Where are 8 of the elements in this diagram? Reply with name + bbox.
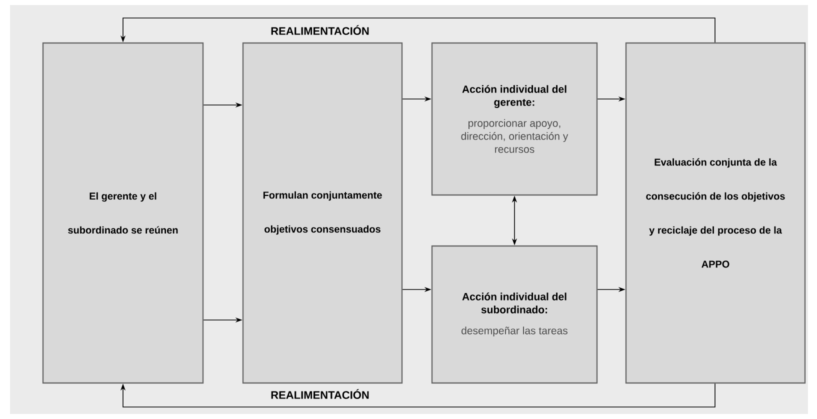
edge-label: REALIMENTACIÓN [271, 25, 369, 35]
process-box: El gerente y el subordinado se reúnen [42, 42, 204, 384]
process-box: Acción individual del subordinado: desempeñar las tareas [431, 245, 598, 384]
process-box: Acción individual del gerente: proporcionar apoyo, dirección, orientación y recursos [431, 42, 598, 196]
process-box: Evaluación conjunta de la consecución de los objetivos y reciclaje del proceso de la APPO [625, 42, 806, 384]
edge-label: REALIMENTACIÓN [271, 389, 369, 399]
process-box: Formulan conjuntamente objetivos consensuados [242, 42, 403, 384]
feedback-arrow [120, 383, 716, 408]
